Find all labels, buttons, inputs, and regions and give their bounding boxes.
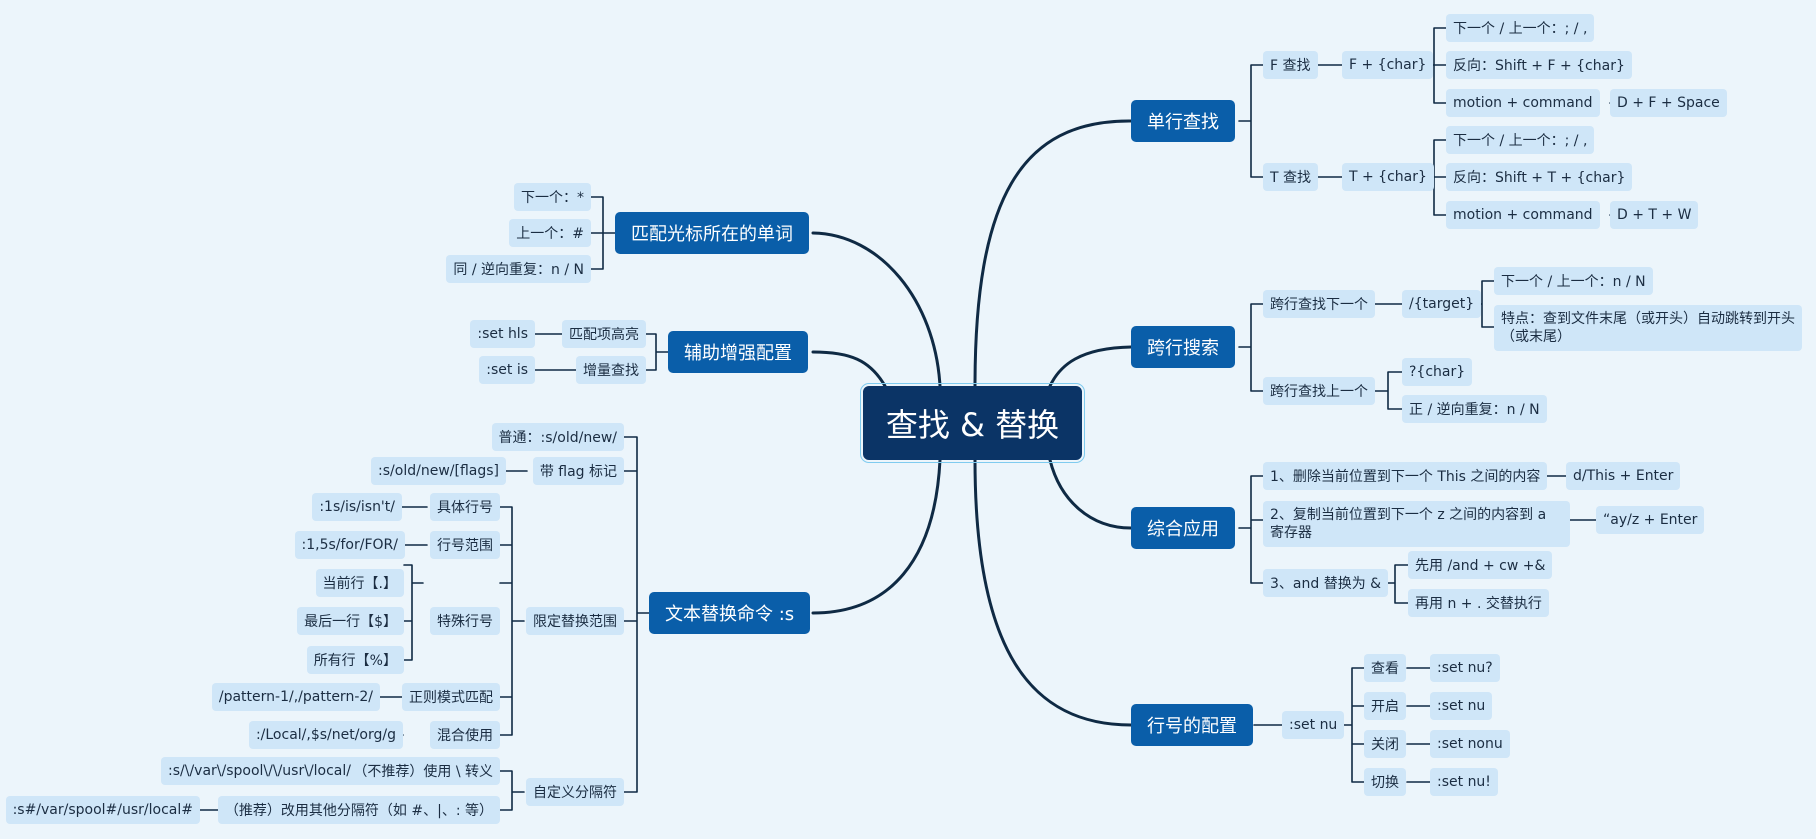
subtopic-f-motion[interactable]: motion + command xyxy=(1446,89,1600,117)
subtopic-word-repeat[interactable]: 同 / 逆向重复：n / N xyxy=(446,255,591,283)
subtopic-on-cmd[interactable]: :set nu xyxy=(1430,692,1493,720)
subtopic-set-nu[interactable]: :set nu xyxy=(1282,711,1345,739)
subtopic-view-cmd[interactable]: :set nu? xyxy=(1430,654,1500,682)
subtopic-t-reverse[interactable]: 反向：Shift + T + {char} xyxy=(1446,163,1633,191)
subtopic-f-next-prev[interactable]: 下一个 / 上一个：; / , xyxy=(1446,14,1595,42)
subtopic-repeat-n[interactable]: 正 / 逆向重复：n / N xyxy=(1402,395,1547,423)
subtopic-yank-to-register[interactable]: 2、复制当前位置到下一个 z 之间的内容到 a 寄存器 xyxy=(1263,501,1570,547)
topic-cross-line-search[interactable]: 跨行搜索 xyxy=(1131,326,1235,368)
subtopic-specific-line[interactable]: 具体行号 xyxy=(430,493,500,521)
subtopic-delete-to-this[interactable]: 1、删除当前位置到下一个 This 之间的内容 xyxy=(1263,462,1548,490)
subtopic-regex[interactable]: 正则模式匹配 xyxy=(402,683,500,711)
subtopic-highlight-cmd[interactable]: :set hls xyxy=(470,320,535,348)
subtopic-line-range[interactable]: 行号范围 xyxy=(430,531,500,559)
subtopic-last-line[interactable]: 最后一行【$】 xyxy=(297,607,404,635)
root-topic[interactable]: 查找 & 替换 xyxy=(860,383,1085,463)
subtopic-delimiter[interactable]: 自定义分隔符 xyxy=(526,778,624,806)
subtopic-flag-cmd[interactable]: :s/old/new/[flags] xyxy=(371,457,506,485)
subtopic-t-motion[interactable]: motion + command xyxy=(1446,201,1600,229)
topic-combined-usage[interactable]: 综合应用 xyxy=(1131,507,1235,549)
subtopic-word-prev[interactable]: 上一个：# xyxy=(509,219,591,247)
subtopic-escape[interactable]: （不推荐）使用 \ 转义 xyxy=(346,757,500,785)
subtopic-normal-substitute[interactable]: 普通：:s/old/new/ xyxy=(491,423,624,451)
subtopic-current-line[interactable]: 当前行【.】 xyxy=(315,569,404,597)
subtopic-f-example[interactable]: D + F + Space xyxy=(1610,89,1727,117)
subtopic-f-char[interactable]: F + {char} xyxy=(1342,51,1434,79)
subtopic-f-search[interactable]: F 查找 xyxy=(1263,51,1318,79)
subtopic-t-char[interactable]: T + {char} xyxy=(1342,163,1434,191)
subtopic-all-lines[interactable]: 所有行【%】 xyxy=(306,646,404,674)
subtopic-on[interactable]: 开启 xyxy=(1364,692,1406,720)
subtopic-other-delimiter-cmd[interactable]: :s#/var/spool#/usr/local# xyxy=(5,796,200,824)
subtopic-target[interactable]: /{target} xyxy=(1402,290,1482,318)
subtopic-incremental-cmd[interactable]: :set is xyxy=(479,356,535,384)
subtopic-highlight[interactable]: 匹配项高亮 xyxy=(562,320,646,348)
subtopic-search-next[interactable]: 跨行查找下一个 xyxy=(1263,290,1375,318)
subtopic-t-example[interactable]: D + T + W xyxy=(1610,201,1699,229)
subtopic-next-prev-n[interactable]: 下一个 / 上一个：n / N xyxy=(1494,267,1653,295)
subtopic-off-cmd[interactable]: :set nonu xyxy=(1430,730,1510,758)
subtopic-line-range-cmd[interactable]: :1,5s/for/FOR/ xyxy=(294,531,405,559)
subtopic-specific-line-cmd[interactable]: :1s/is/isn't/ xyxy=(312,493,402,521)
subtopic-regex-cmd[interactable]: /pattern-1/,/pattern-2/ xyxy=(211,683,380,711)
subtopic-question-char[interactable]: ?{char} xyxy=(1402,358,1473,386)
subtopic-special-lines[interactable]: 特殊行号 xyxy=(430,607,500,635)
topic-line-number-config[interactable]: 行号的配置 xyxy=(1131,704,1253,746)
subtopic-word-next[interactable]: 下一个：* xyxy=(514,183,591,211)
subtopic-replace-step2[interactable]: 再用 n + . 交替执行 xyxy=(1408,589,1549,617)
subtopic-mixed[interactable]: 混合使用 xyxy=(430,721,500,749)
subtopic-yank-cmd[interactable]: “ay/z + Enter xyxy=(1596,506,1705,534)
subtopic-delete-cmd[interactable]: d/This + Enter xyxy=(1566,462,1681,490)
subtopic-range[interactable]: 限定替换范围 xyxy=(526,607,624,635)
topic-aux-config[interactable]: 辅助增强配置 xyxy=(668,331,808,373)
subtopic-incremental[interactable]: 增量查找 xyxy=(576,356,646,384)
subtopic-escape-cmd[interactable]: :s/\/var\/spool\/\/usr\/local/ xyxy=(161,757,358,785)
topic-single-line-search[interactable]: 单行查找 xyxy=(1131,100,1235,142)
subtopic-f-reverse[interactable]: 反向：Shift + F + {char} xyxy=(1446,51,1632,79)
subtopic-toggle-cmd[interactable]: :set nu! xyxy=(1430,768,1498,796)
subtopic-wrap-feature[interactable]: 特点：查到文件末尾（或开头）自动跳转到开头（或末尾） xyxy=(1494,305,1802,351)
subtopic-mixed-cmd[interactable]: :/Local/,$s/net/org/g xyxy=(248,721,403,749)
subtopic-toggle[interactable]: 切换 xyxy=(1364,768,1406,796)
topic-substitute-command[interactable]: 文本替换命令 :s xyxy=(649,592,811,634)
subtopic-view[interactable]: 查看 xyxy=(1364,654,1406,682)
subtopic-other-delimiter[interactable]: （推荐）改用其他分隔符（如 #、|、: 等） xyxy=(217,796,500,824)
subtopic-flag[interactable]: 带 flag 标记 xyxy=(532,457,624,485)
subtopic-t-search[interactable]: T 查找 xyxy=(1263,163,1319,191)
subtopic-off[interactable]: 关闭 xyxy=(1364,730,1406,758)
subtopic-t-next-prev[interactable]: 下一个 / 上一个：; / , xyxy=(1446,126,1595,154)
topic-match-cursor-word[interactable]: 匹配光标所在的单词 xyxy=(615,212,809,254)
subtopic-search-prev[interactable]: 跨行查找上一个 xyxy=(1263,377,1375,405)
subtopic-replace-and[interactable]: 3、and 替换为 & xyxy=(1263,569,1389,597)
subtopic-replace-step1[interactable]: 先用 /and + cw +& xyxy=(1408,551,1553,579)
